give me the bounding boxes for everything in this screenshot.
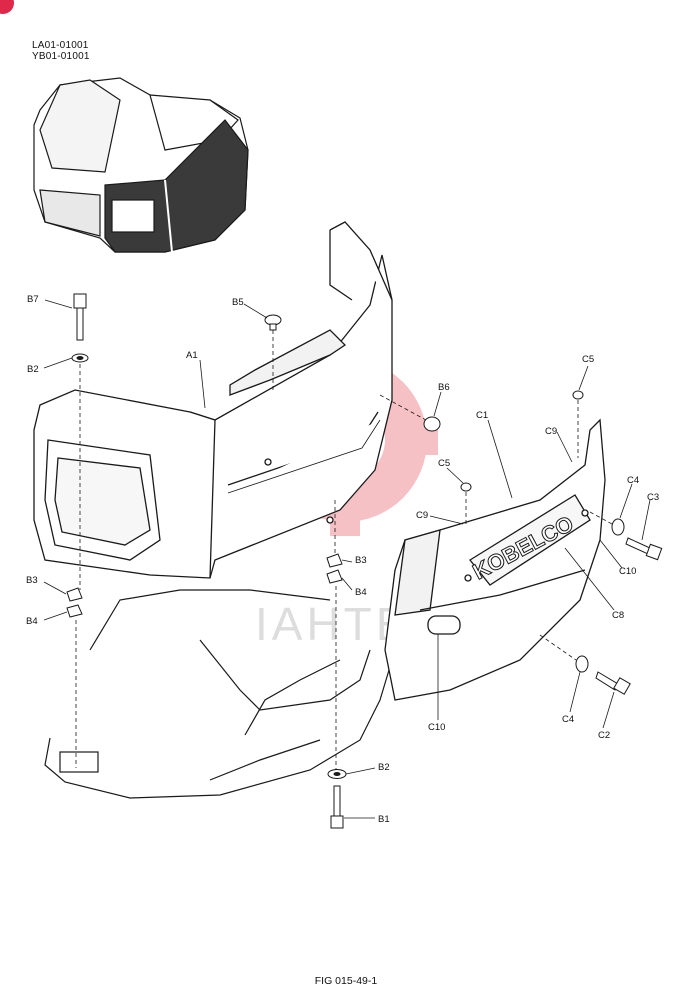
callout-a1: A1 — [186, 350, 198, 361]
serial-number-2: YB01-01001 — [32, 51, 90, 62]
machine-overview-illustration — [33, 77, 249, 253]
clip-b3-left-icon — [66, 587, 83, 602]
callout-c4-bottom: C4 — [562, 714, 574, 725]
callout-b4-center: B4 — [355, 587, 367, 598]
callout-b3-left: B3 — [26, 575, 38, 586]
figure-caption: FIG 015-49-1 — [314, 975, 378, 987]
callout-b2-top: B2 — [27, 364, 39, 375]
plug-b5-icon — [264, 314, 282, 331]
callout-c4-right: C4 — [627, 475, 639, 486]
callout-c10-right: C10 — [619, 566, 636, 577]
washer-b2-top-icon — [71, 353, 89, 363]
bolt-b7-icon — [73, 293, 87, 341]
cap-b6-icon — [423, 416, 441, 432]
callout-c1: C1 — [476, 410, 488, 421]
washer-c4-bottom-icon — [575, 655, 589, 673]
clip-b4-left-icon — [66, 604, 83, 618]
washer-b2-bottom-icon — [327, 769, 347, 779]
rear-cover-c1 — [384, 418, 606, 701]
callout-b4-left: B4 — [26, 616, 38, 627]
bolt-c3-icon — [625, 537, 663, 561]
callout-leader-lines — [43, 299, 651, 819]
bolt-c2-icon — [595, 671, 631, 695]
cap-c5-center-icon — [460, 482, 472, 492]
callout-c5-center: C5 — [438, 458, 450, 469]
washer-c4-right-icon — [611, 518, 625, 536]
callout-c8: C8 — [612, 610, 624, 621]
callout-c5-top: C5 — [582, 354, 594, 365]
callout-c9-top: C9 — [545, 426, 557, 437]
callout-c10-bottom: C10 — [428, 722, 445, 733]
bolt-b1-icon — [330, 785, 344, 829]
serial-number-1: LA01-01001 — [32, 40, 89, 51]
rear-cover-a1 — [33, 221, 393, 579]
callout-c9-center: C9 — [416, 510, 428, 521]
callout-b2-bottom: B2 — [378, 762, 390, 773]
clip-b3-center-icon — [326, 553, 343, 568]
callout-b3-center: B3 — [355, 555, 367, 566]
callout-b5: B5 — [232, 297, 244, 308]
assembly-guide-lines — [75, 330, 613, 770]
cap-c5-top-icon — [572, 390, 584, 400]
callout-c3: C3 — [647, 492, 659, 503]
callout-b7: B7 — [27, 294, 39, 305]
clip-b4-center-icon — [326, 569, 343, 584]
corner-badge — [0, 0, 14, 14]
callout-b6: B6 — [438, 382, 450, 393]
callout-c2: C2 — [598, 730, 610, 741]
under-cover — [44, 589, 396, 799]
callout-b1: B1 — [378, 814, 390, 825]
